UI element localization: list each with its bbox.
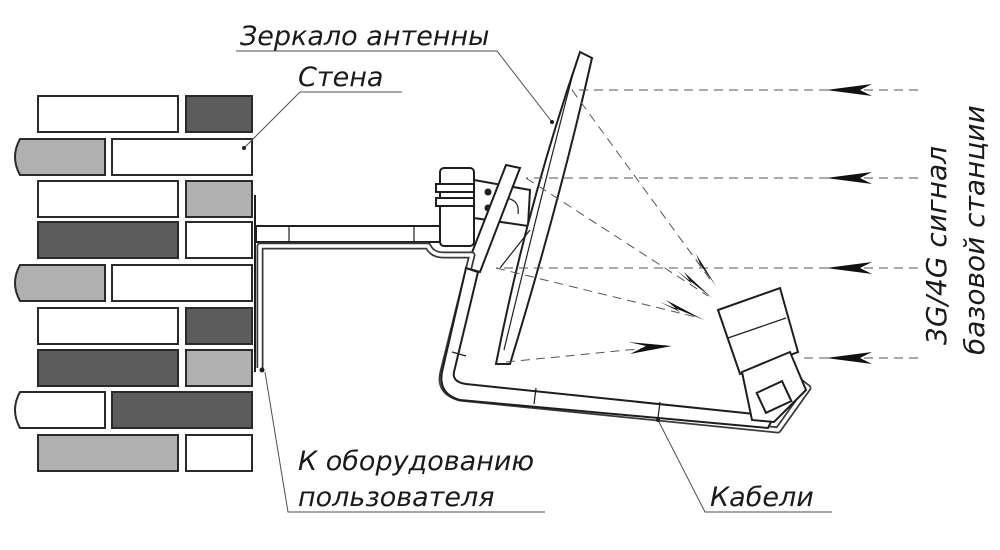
wall-bracket — [255, 163, 532, 274]
brick — [111, 391, 253, 429]
cable — [256, 242, 812, 434]
tube-joint — [451, 351, 467, 357]
support-arm — [464, 163, 522, 274]
arrowhead — [826, 84, 872, 96]
clamp-bolt — [435, 183, 479, 193]
brick — [185, 180, 253, 218]
leader-dot — [656, 418, 660, 422]
antenna-dish — [494, 50, 594, 365]
brick-wall — [14, 95, 256, 472]
leader-mirror — [236, 50, 553, 123]
arrowhead — [826, 262, 872, 274]
brick — [37, 221, 179, 259]
brick — [185, 221, 253, 259]
brick — [111, 138, 253, 176]
brick — [185, 349, 253, 387]
leader-dot — [242, 146, 246, 150]
label-cables: Кабели — [710, 482, 814, 513]
converter-mount — [755, 379, 793, 415]
tube-joint — [657, 401, 661, 419]
brick — [37, 434, 179, 472]
leader-lines — [236, 50, 832, 513]
brick — [37, 349, 179, 387]
brick — [14, 264, 106, 302]
brick — [37, 180, 179, 218]
dish-rib — [499, 229, 531, 269]
incoming-signal — [496, 84, 918, 364]
brick — [37, 307, 179, 345]
brick — [37, 95, 179, 133]
reflected-ray — [571, 89, 713, 283]
brick — [111, 264, 253, 302]
leader-equipment — [264, 371, 545, 513]
brick — [14, 391, 106, 429]
arrowhead — [628, 342, 672, 354]
arrowhead — [676, 270, 712, 298]
dish-rim — [503, 69, 575, 351]
cable-end-dot — [259, 367, 265, 373]
reflected-ray — [495, 267, 701, 319]
brick — [185, 307, 253, 345]
leader-wall — [243, 91, 402, 149]
bolt-head — [484, 188, 492, 196]
converter-housing — [716, 286, 800, 376]
arrowhead — [660, 300, 704, 320]
leader-cables — [657, 419, 832, 513]
tube-joint — [533, 387, 537, 405]
clamp-bolt — [435, 197, 479, 207]
leader-dot — [550, 120, 554, 124]
label-wall: Стена — [298, 62, 383, 93]
reflected-signal — [495, 89, 716, 363]
converter-rib — [727, 317, 787, 339]
reflected-ray — [525, 177, 709, 297]
label-signal-2: базовой станции — [958, 105, 991, 355]
brick — [185, 434, 253, 472]
label-equipment-1: К оборудованию — [298, 446, 534, 477]
text-labels: Зеркало антенны Стена К оборудованию пол… — [240, 21, 991, 513]
label-equipment-2: пользователя — [298, 482, 495, 513]
brick — [14, 138, 106, 176]
brick — [185, 95, 253, 133]
arrowhead — [826, 172, 872, 184]
label-signal-1: 3G/4G сигнал — [920, 146, 953, 345]
feed-converter — [716, 286, 808, 424]
arrowhead — [826, 352, 872, 364]
label-mirror: Зеркало антенны — [240, 21, 489, 52]
arrowhead — [688, 248, 716, 286]
